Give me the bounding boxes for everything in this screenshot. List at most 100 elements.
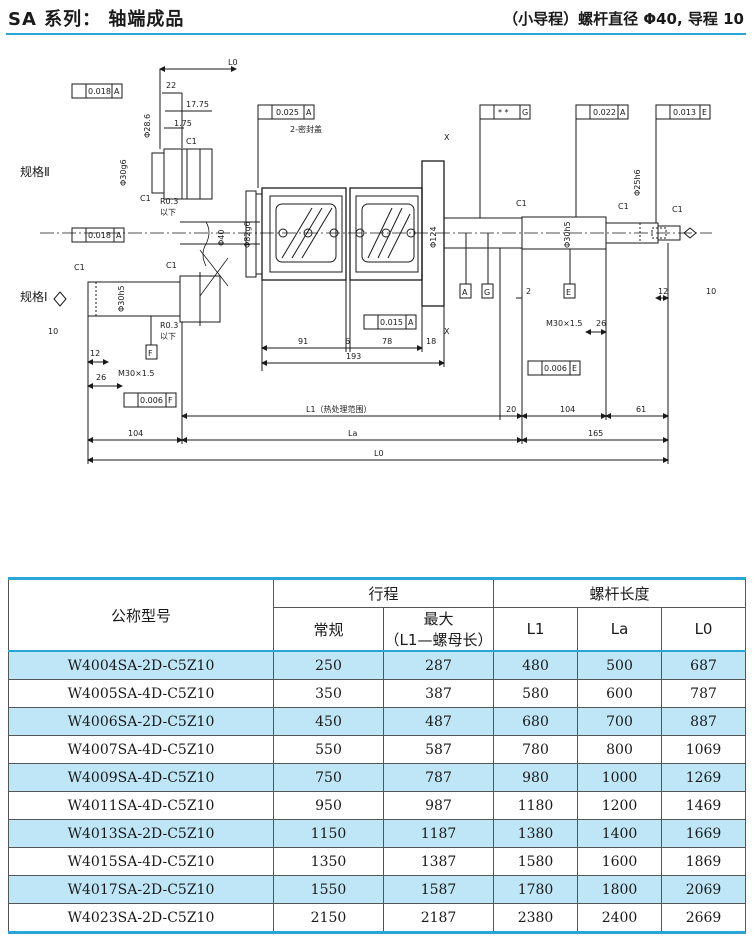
dim-l1: L1（热处理范围） <box>306 404 372 414</box>
chamfer-c1-c: C1 <box>166 261 177 270</box>
dim-1-75: 1.75 <box>174 119 192 128</box>
page-title: SA 系列： 轴端成品 <box>8 9 185 30</box>
dim-91: 91 <box>298 337 308 346</box>
cell-normal: 2150 <box>273 903 384 933</box>
cell-la: 700 <box>577 707 663 736</box>
cell-la: 1000 <box>577 763 663 792</box>
header-max: 最大 （L1—螺母长） <box>382 607 495 652</box>
header-max-line1: 最大 <box>423 610 454 628</box>
cell-l1: 1780 <box>493 875 579 904</box>
dim-78: 78 <box>382 337 392 346</box>
cell-normal: 950 <box>273 791 384 820</box>
cell-max: 787 <box>382 763 495 792</box>
cell-model: W4006SA-2D-C5Z10 <box>8 707 274 736</box>
tol-013-ref: E <box>702 108 707 117</box>
dim-12-right: 12 <box>658 287 668 296</box>
dim-10-right: 10 <box>706 287 716 296</box>
dim-l0-top: L0 <box>228 58 238 67</box>
engineering-drawing: 规格Ⅱ 规格Ⅰ 0.018 A 0.025 A * * G 0.022 A 0.… <box>20 58 716 464</box>
dim-104-left: 104 <box>128 429 143 438</box>
header-stroke: 行程 <box>272 578 495 608</box>
cell-max: 587 <box>382 735 495 764</box>
cell-normal: 1150 <box>273 819 384 848</box>
cell-l0: 1069 <box>661 735 747 764</box>
cell-l0: 1269 <box>661 763 747 792</box>
cell-normal: 250 <box>273 650 384 680</box>
cell-l0: 2669 <box>661 903 747 933</box>
chamfer-c1-b: C1 <box>140 194 151 203</box>
cell-l1: 980 <box>493 763 579 792</box>
cell-la: 500 <box>577 650 663 680</box>
diameter-28-6: Φ28.6 <box>143 114 152 138</box>
dim-la: La <box>348 429 357 438</box>
tol-018-left-ref: A <box>116 231 122 240</box>
datum-g: G <box>484 288 490 297</box>
diameter-40: Φ40 <box>217 230 226 246</box>
tol-025-value: 0.025 <box>276 108 299 117</box>
cell-la: 1800 <box>577 875 663 904</box>
cell-l0: 1869 <box>661 847 747 876</box>
cell-la: 1400 <box>577 819 663 848</box>
dim-22: 22 <box>166 81 176 90</box>
cell-model: W4004SA-2D-C5Z10 <box>8 650 274 680</box>
radius-r03-b: R0.3 <box>160 321 178 330</box>
cell-max: 1587 <box>382 875 495 904</box>
cell-model: W4005SA-4D-C5Z10 <box>8 679 274 708</box>
cell-max: 287 <box>382 650 495 680</box>
diameter-30h5-right: Φ30h5 <box>563 221 572 248</box>
datum-f: F <box>148 349 153 358</box>
dim-26-right: 26 <box>596 319 606 328</box>
radius-r03-a: R0.3 <box>160 197 178 206</box>
datum-a: A <box>462 288 468 297</box>
thread-m30-right: M30×1.5 <box>546 319 583 328</box>
header-length: 螺杆长度 <box>493 578 747 608</box>
tol-022-value: 0.022 <box>593 108 616 117</box>
dim-10-left: 10 <box>48 327 58 336</box>
cell-l1: 2380 <box>493 903 579 933</box>
radius-below-a: 以下 <box>160 208 176 217</box>
chamfer-c1-d: C1 <box>74 263 85 272</box>
cell-l1: 480 <box>493 650 579 680</box>
diameter-30g6: Φ30g6 <box>119 159 128 186</box>
dim-193: 193 <box>346 352 361 361</box>
cell-model: W4011SA-4D-C5Z10 <box>8 791 274 820</box>
cell-l0: 687 <box>661 650 747 680</box>
tol-022-ref: A <box>620 108 626 117</box>
nut-body-right <box>349 187 423 281</box>
seal-label: 2-密封盖 <box>290 124 322 134</box>
cell-model: W4007SA-4D-C5Z10 <box>8 735 274 764</box>
cell-la: 1200 <box>577 791 663 820</box>
chamfer-c1-f: C1 <box>618 202 629 211</box>
dim-104-right: 104 <box>560 405 575 414</box>
header-la: La <box>577 607 663 652</box>
cell-max: 2187 <box>382 903 495 933</box>
cell-la: 1600 <box>577 847 663 876</box>
cell-model: W4009SA-4D-C5Z10 <box>8 763 274 792</box>
header-l1: L1 <box>493 607 579 652</box>
header-l0: L0 <box>661 607 747 652</box>
dim-12-left: 12 <box>90 349 100 358</box>
dim-18: 18 <box>426 337 436 346</box>
dim-17-75: 17.75 <box>186 100 209 109</box>
cell-la: 800 <box>577 735 663 764</box>
cell-model: W4017SA-2D-C5Z10 <box>8 875 274 904</box>
cell-l0: 787 <box>661 679 747 708</box>
cell-model: W4023SA-2D-C5Z10 <box>8 903 274 933</box>
cell-l1: 580 <box>493 679 579 708</box>
diameter-30h5-left: Φ30h5 <box>117 285 126 312</box>
dim-l0-bottom: L0 <box>374 449 384 458</box>
cell-normal: 1350 <box>273 847 384 876</box>
header-model: 公称型号 <box>8 578 274 652</box>
tol-015-ref: A <box>408 318 414 327</box>
dim-61: 61 <box>636 405 646 414</box>
tol-013-value: 0.013 <box>673 108 696 117</box>
cell-la: 600 <box>577 679 663 708</box>
